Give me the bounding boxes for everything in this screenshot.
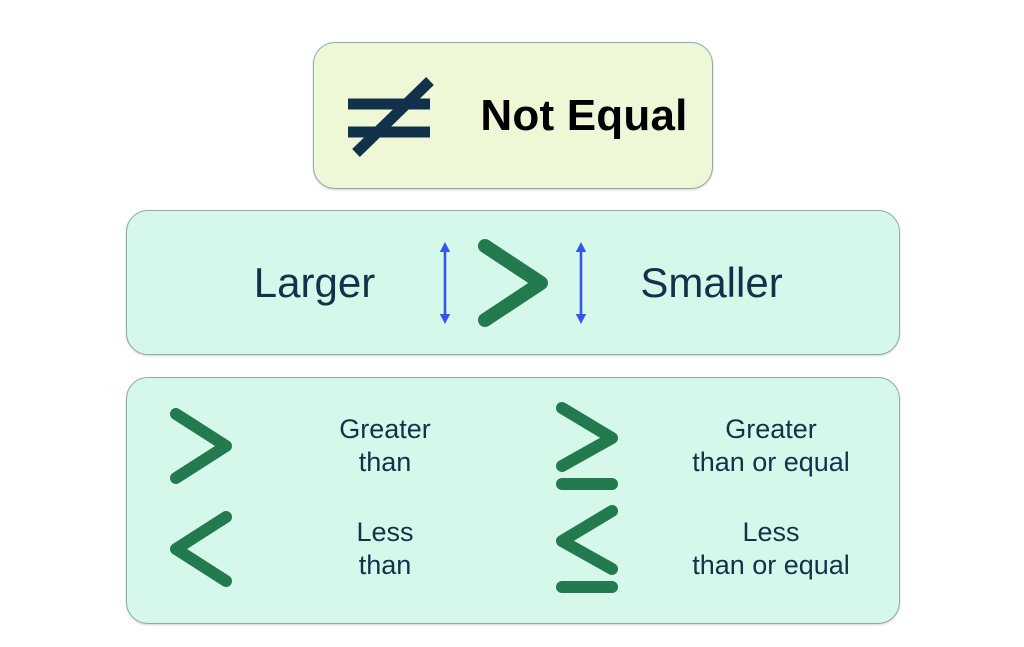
symbol-entry-greater-than-or-equal: Greater than or equal: [513, 400, 899, 492]
not-equal-label: Not Equal: [480, 90, 688, 140]
symbol-label-line2: than or equal: [692, 446, 850, 477]
vertical-double-arrow-icon-right: [573, 240, 589, 326]
symbol-label-greater-than-or-equal: Greater than or equal: [671, 413, 871, 479]
symbol-entry-less-than: Less than: [127, 507, 513, 591]
comparison-illustration: [437, 238, 589, 328]
greater-than-icon: [471, 238, 555, 328]
larger-label: Larger: [253, 258, 376, 306]
symbol-entry-greater-than: Greater than: [127, 404, 513, 488]
not-equal-card: Not Equal: [313, 42, 713, 189]
symbol-label-less-than: Less than: [285, 516, 485, 582]
symbol-label-line1: Greater: [339, 413, 431, 444]
symbol-label-greater-than: Greater than: [285, 413, 485, 479]
symbol-label-line2: than: [358, 550, 412, 581]
greater-than-or-equal-icon: [541, 400, 637, 492]
larger-smaller-card: Larger Smaller: [126, 210, 900, 355]
symbol-entry-less-than-or-equal: Less than or equal: [513, 503, 899, 595]
symbol-label-line1: Less: [742, 517, 800, 548]
less-than-icon: [155, 507, 251, 591]
symbol-label-line1: Greater: [725, 413, 817, 444]
symbol-label-line2: than or equal: [692, 550, 850, 581]
not-equal-icon: [338, 73, 446, 159]
greater-than-icon: [155, 404, 251, 488]
symbol-label-less-than-or-equal: Less than or equal: [671, 516, 871, 582]
vertical-double-arrow-icon-left: [437, 240, 453, 326]
symbol-label-line1: Less: [356, 517, 414, 548]
less-than-or-equal-icon: [541, 503, 637, 595]
symbol-label-line2: than: [358, 446, 412, 477]
symbol-definitions-card: Greater than Greater than or equal Less …: [126, 377, 900, 624]
smaller-label: Smaller: [640, 258, 783, 306]
